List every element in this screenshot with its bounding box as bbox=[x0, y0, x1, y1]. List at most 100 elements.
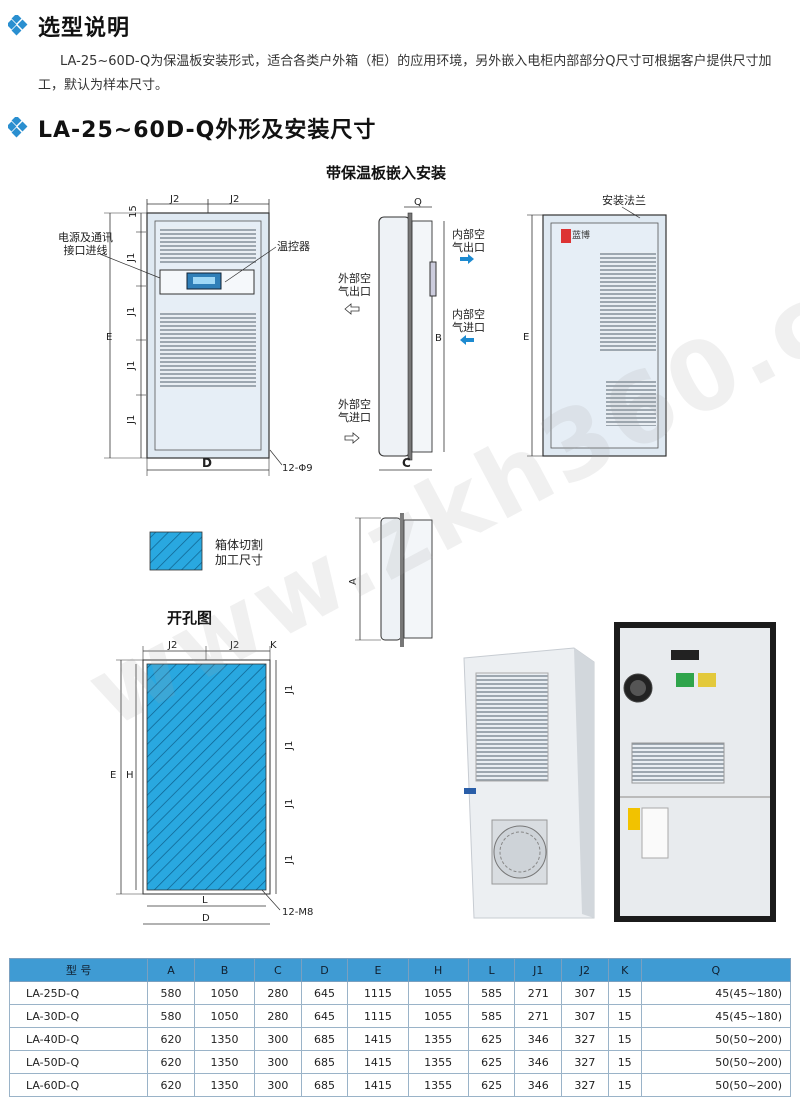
cell: 1415 bbox=[347, 1027, 409, 1051]
cell: 307 bbox=[561, 1004, 609, 1028]
cell: 645 bbox=[300, 981, 349, 1005]
col-h: H bbox=[407, 958, 469, 982]
cell: 1050 bbox=[193, 981, 256, 1005]
cell-model: LA-60D-Q bbox=[8, 1073, 149, 1097]
arrow-right-icon bbox=[460, 254, 474, 264]
dim-c: C bbox=[402, 456, 411, 470]
col-k: K bbox=[607, 958, 642, 982]
cell: 307 bbox=[561, 981, 609, 1005]
dim-15: 15 bbox=[128, 205, 139, 218]
cell: 346 bbox=[514, 1050, 563, 1074]
external-air-inlet-label: 外部空气进口 bbox=[338, 398, 371, 424]
col-d: D bbox=[300, 958, 349, 982]
cell: 300 bbox=[254, 1050, 302, 1074]
cell: 271 bbox=[514, 981, 563, 1005]
technical-drawing: J2 J2 15 J1 J1 J1 J1 E D 12-Φ9 Q C B 蓝博 bbox=[99, 194, 667, 925]
cell: 1350 bbox=[193, 1073, 256, 1097]
cell: 45(45~180) bbox=[640, 981, 792, 1005]
power-inlet-label: 电源及通讯接口进线 bbox=[58, 231, 113, 257]
cell: 645 bbox=[300, 1004, 349, 1028]
cell: 346 bbox=[514, 1027, 563, 1051]
back-view: 蓝博 E bbox=[523, 206, 667, 457]
cell: 1415 bbox=[347, 1073, 409, 1097]
col-c: C bbox=[254, 958, 302, 982]
product-photo bbox=[463, 622, 776, 922]
cell: 15 bbox=[607, 1050, 642, 1074]
dim-e: E bbox=[523, 332, 529, 343]
cell: 585 bbox=[467, 981, 516, 1005]
cell: 1355 bbox=[407, 1073, 469, 1097]
section-title: LA-25~60D-Q外形及安装尺寸 bbox=[38, 118, 377, 143]
dim-j1: J1 bbox=[284, 741, 295, 751]
table-row: LA-25D-Q 580 1050 280 645 1115 1055 585 … bbox=[8, 981, 792, 1005]
table-row: LA-40D-Q 620 1350 300 685 1415 1355 625 … bbox=[8, 1027, 792, 1051]
cell: 327 bbox=[561, 1027, 609, 1051]
internal-air-outlet-label: 内部空气出口 bbox=[452, 228, 485, 254]
internal-air-inlet-label: 内部空气进口 bbox=[452, 308, 485, 334]
section-title: 选型说明 bbox=[38, 16, 131, 41]
section-heading-dimensions: LA-25~60D-Q外形及安装尺寸 bbox=[8, 112, 376, 144]
dim-j2: J2 bbox=[229, 640, 239, 651]
cell-model: LA-25D-Q bbox=[8, 981, 149, 1005]
cell: 1355 bbox=[407, 1050, 469, 1074]
diamond-icon bbox=[8, 117, 28, 138]
col-q: Q bbox=[640, 958, 792, 982]
cell: 50(50~200) bbox=[640, 1027, 792, 1051]
cell: 1350 bbox=[193, 1027, 256, 1051]
col-model: 型 号 bbox=[8, 958, 149, 982]
dim-d: D bbox=[202, 913, 210, 924]
arrow-left-icon bbox=[344, 303, 360, 315]
cell: 685 bbox=[300, 1027, 349, 1051]
diagram-caption: 带保温板嵌入安装 bbox=[326, 164, 447, 182]
diamond-icon bbox=[8, 15, 28, 36]
dim-j2: J2 bbox=[169, 194, 179, 205]
dim-j1: J1 bbox=[126, 361, 137, 371]
cell: 685 bbox=[300, 1073, 349, 1097]
col-j1: J1 bbox=[514, 958, 563, 982]
col-l: L bbox=[467, 958, 516, 982]
dim-j1: J1 bbox=[126, 253, 137, 263]
cell: 300 bbox=[254, 1073, 302, 1097]
cutout-view: J2 J2 K J1 J1 J1 J1 E H L D 12-M8 bbox=[110, 640, 313, 925]
cell: 327 bbox=[561, 1073, 609, 1097]
cell-model: LA-40D-Q bbox=[8, 1027, 149, 1051]
cell: 625 bbox=[467, 1050, 516, 1074]
cell: 45(45~180) bbox=[640, 1004, 792, 1028]
dim-j1: J1 bbox=[126, 415, 137, 425]
legend-swatch bbox=[149, 531, 203, 571]
cell: 1115 bbox=[347, 1004, 409, 1028]
cell: 1055 bbox=[407, 1004, 469, 1028]
side-view: Q C B bbox=[344, 197, 474, 471]
cell: 15 bbox=[607, 1073, 642, 1097]
dim-h: H bbox=[126, 770, 134, 781]
side-view-a: A bbox=[348, 513, 433, 647]
dim-j2: J2 bbox=[229, 194, 239, 205]
cell: 327 bbox=[561, 1050, 609, 1074]
section-heading-selection: 选型说明 bbox=[8, 10, 130, 42]
dim-l: L bbox=[202, 895, 208, 906]
cell: 1350 bbox=[193, 1050, 256, 1074]
dim-q: Q bbox=[414, 197, 422, 208]
cell: 50(50~200) bbox=[640, 1073, 792, 1097]
cell: 1355 bbox=[407, 1027, 469, 1051]
cell: 585 bbox=[467, 1004, 516, 1028]
cell: 1050 bbox=[193, 1004, 256, 1028]
table-header-row: 型 号 A B C D E H L J1 J2 K Q bbox=[8, 958, 792, 982]
cutout-caption: 开孔图 bbox=[167, 609, 213, 627]
col-e: E bbox=[347, 958, 409, 982]
spec-table: 型 号 A B C D E H L J1 J2 K Q LA-25D-Q 580… bbox=[8, 958, 792, 1097]
cell: 1055 bbox=[407, 981, 469, 1005]
cell: 1115 bbox=[347, 981, 409, 1005]
holes-label: 12-M8 bbox=[282, 907, 313, 918]
dim-j1: J1 bbox=[126, 307, 137, 317]
cell: 580 bbox=[147, 981, 195, 1005]
cell: 620 bbox=[147, 1027, 195, 1051]
arrow-right-icon bbox=[344, 432, 360, 444]
dim-a: A bbox=[348, 578, 359, 585]
controller-label: 温控器 bbox=[277, 240, 310, 253]
arrow-left-icon bbox=[460, 335, 474, 345]
col-j2: J2 bbox=[561, 958, 609, 982]
cell-model: LA-50D-Q bbox=[8, 1050, 149, 1074]
cell: 300 bbox=[254, 1027, 302, 1051]
cell: 15 bbox=[607, 1027, 642, 1051]
